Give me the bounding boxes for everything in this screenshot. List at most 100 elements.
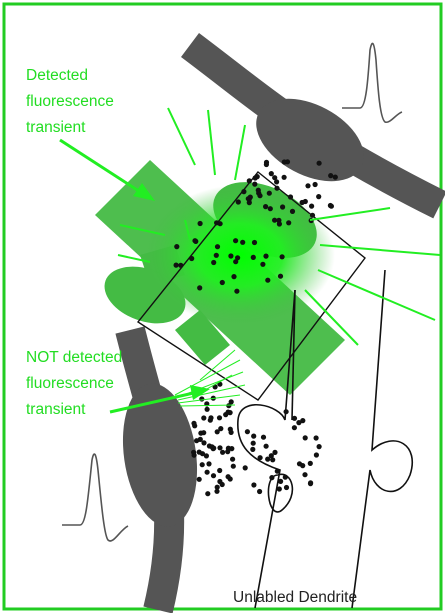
vesicle-dot: [275, 469, 280, 474]
vesicle-dot: [280, 254, 285, 259]
vesicle-dot: [272, 175, 277, 180]
vesicle-dot: [231, 464, 236, 469]
vesicle-dot: [240, 240, 245, 245]
vesicle-dot: [218, 221, 223, 226]
vesicle-dot: [277, 486, 282, 491]
vesicle-dot: [269, 171, 274, 176]
not-detected-label: NOT detected fluorescence transient: [26, 349, 127, 418]
vesicle-dot: [278, 274, 283, 279]
vesicle-dot: [209, 444, 214, 449]
vesicle-dot: [263, 254, 268, 259]
detected-label: Detected fluorescence transient: [26, 67, 118, 136]
vesicle-dot: [288, 194, 293, 199]
vesicle-dot: [260, 262, 265, 267]
vesicle-dot: [264, 160, 269, 165]
vesicle-dot: [205, 491, 210, 496]
vesicle-dot: [255, 174, 260, 179]
vesicle-dot: [217, 415, 222, 420]
vesicle-dot: [292, 416, 297, 421]
lower-axon: [114, 330, 205, 610]
vesicle-dot: [303, 435, 308, 440]
vesicle-dot: [282, 175, 287, 180]
vesicle-dot: [245, 429, 250, 434]
vesicle-dot: [310, 213, 315, 218]
vesicle-dot: [329, 204, 334, 209]
vesicle-dot: [236, 199, 241, 204]
vesicle-dot: [243, 465, 248, 470]
vesicle-dot: [269, 453, 274, 458]
vesicle-dot: [292, 425, 297, 430]
vesicle-dot: [251, 482, 256, 487]
vesicle-dot: [286, 220, 291, 225]
vesicle-dot: [189, 256, 194, 261]
vesicle-dot: [200, 462, 205, 467]
upper-axon: [190, 45, 440, 205]
vesicle-dot: [228, 253, 233, 258]
vesicle-dot: [314, 452, 319, 457]
vesicle-dot: [308, 461, 313, 466]
vesicle-dot: [308, 480, 313, 485]
vesicle-dot: [264, 444, 269, 449]
vesicle-dot: [277, 221, 282, 226]
vesicle-dot: [248, 195, 253, 200]
vesicle-dot: [317, 444, 322, 449]
vesicle-dot: [211, 473, 216, 478]
vesicle-dot: [215, 485, 220, 490]
vesicle-dot: [247, 178, 252, 183]
vesicle-dot: [197, 450, 202, 455]
vesicle-dot: [317, 161, 322, 166]
vesicle-dot: [215, 244, 220, 249]
vesicle-dot: [263, 204, 268, 209]
vesicle-dot: [282, 159, 287, 164]
vesicle-dot: [201, 430, 206, 435]
vesicle-dot: [192, 238, 197, 243]
vesicle-dot: [251, 434, 256, 439]
vesicle-dot: [268, 206, 273, 211]
vesicle-dot: [226, 446, 231, 451]
vesicle-dot: [208, 415, 213, 420]
vesicle-dot: [220, 482, 225, 487]
vesicle-dot: [258, 455, 263, 460]
vesicle-dot: [226, 474, 231, 479]
vesicle-dot: [191, 450, 196, 455]
vesicle-dot: [220, 280, 225, 285]
vesicle-dot: [174, 244, 179, 249]
vesicle-dot: [300, 200, 305, 205]
vesicle-dot: [191, 421, 196, 426]
vesicle-dot: [283, 475, 288, 480]
vesicle-dot: [217, 468, 222, 473]
vesicle-dot: [252, 182, 257, 187]
vesicle-dot: [305, 183, 310, 188]
vesicle-dot: [234, 289, 239, 294]
vesicle-dot: [296, 420, 301, 425]
vesicle-dot: [205, 470, 210, 475]
vesicle-dot: [274, 186, 279, 191]
vesicle-dot: [226, 410, 231, 415]
vesicle-dot: [257, 489, 262, 494]
vesicle-dot: [198, 221, 203, 226]
vesicle-dot: [235, 255, 240, 260]
vesicle-dot: [197, 285, 202, 290]
vesicle-dot: [205, 407, 210, 412]
vesicle-dot: [211, 260, 216, 265]
spike-trace-icon-upper: [342, 43, 402, 122]
vesicle-dot: [201, 415, 206, 420]
vesicle-dot: [333, 175, 338, 180]
vesicle-dot: [178, 263, 183, 268]
vesicle-dot: [230, 457, 235, 462]
vesicle-dot: [256, 191, 261, 196]
unlabeled-dendrite-label: Unlabled Dendrite: [233, 589, 357, 606]
vesicle-dot: [251, 255, 256, 260]
vesicle-dot: [228, 427, 233, 432]
vesicle-dot: [250, 447, 255, 452]
vesicle-dot: [265, 278, 270, 283]
vesicle-dot: [309, 204, 314, 209]
spike-trace-icon-lower: [62, 454, 128, 541]
vesicle-dot: [290, 209, 295, 214]
vesicle-dot: [231, 274, 236, 279]
vesicle-dot: [267, 191, 272, 196]
vesicle-dot: [278, 479, 283, 484]
vesicle-dot: [174, 263, 179, 268]
vesicle-dot: [220, 450, 225, 455]
